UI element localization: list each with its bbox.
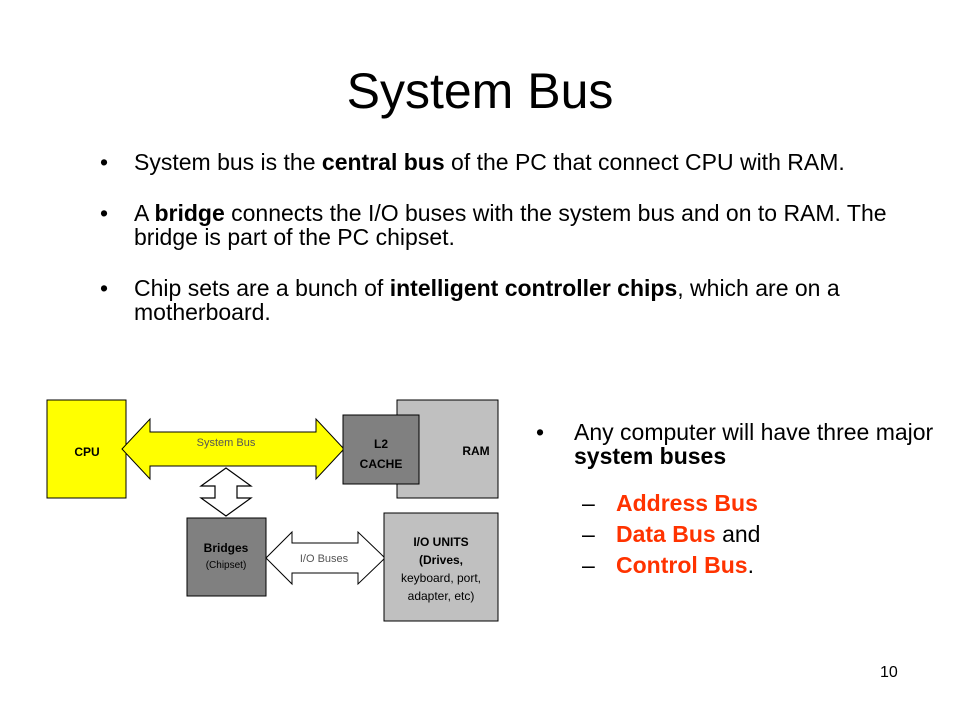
bus-suffix: .: [747, 552, 754, 578]
bridges-box: [186, 517, 267, 597]
bus-suffix: and: [715, 521, 761, 547]
bullet-bridge: A bridge connects the I/O buses with the…: [100, 201, 890, 249]
bullet-three-buses: Any computer will have three major syste…: [536, 420, 946, 468]
io-buses-label: I/O Buses: [300, 553, 349, 565]
l2-cache-box: [342, 414, 420, 485]
bus-name: Data Bus: [616, 521, 716, 547]
system-bus-arrow: [121, 417, 345, 481]
chipset-label: (Chipset): [206, 560, 247, 571]
dash: –: [582, 521, 595, 547]
l2-label: L2: [374, 437, 388, 451]
cpu-label: CPU: [74, 445, 99, 459]
io-units-keyboard: keyboard, port,: [401, 571, 481, 585]
bullet-bold: intelligent controller chips: [389, 275, 678, 301]
dash: –: [582, 490, 595, 516]
bus-name: Control Bus: [616, 552, 748, 578]
bus-item-control: –Control Bus.: [582, 550, 946, 581]
bullet-text: A: [134, 200, 155, 226]
bullet-text: connects the I/O buses with the system b…: [134, 200, 887, 250]
io-units-drives: (Drives,: [419, 553, 463, 567]
side-bold: system buses: [574, 443, 727, 469]
io-units-title: I/O UNITS: [413, 535, 468, 549]
system-bus-label: System Bus: [197, 437, 256, 449]
bus-item-data: –Data Bus and: [582, 519, 946, 550]
bullet-list: System bus is the central bus of the PC …: [100, 150, 890, 351]
bullet-bold: central bus: [321, 149, 445, 175]
bus-name: Address Bus: [616, 490, 758, 516]
bullet-bold: bridge: [154, 200, 225, 226]
bullet-text: of the PC that connect CPU with RAM.: [444, 149, 845, 175]
system-buses-block: Any computer will have three major syste…: [536, 420, 946, 581]
bullet-text: System bus is the: [134, 149, 322, 175]
io-units-box: [383, 512, 499, 622]
bridges-label: Bridges: [204, 541, 249, 555]
side-text: Any computer will have three major: [574, 419, 934, 445]
page-number: 10: [880, 664, 898, 681]
bus-type-list: –Address Bus –Data Bus and –Control Bus.: [582, 488, 946, 581]
vertical-bus-arrow: [199, 467, 253, 517]
dash: –: [582, 552, 595, 578]
bullet-central-bus: System bus is the central bus of the PC …: [100, 150, 890, 174]
slide-title: System Bus: [346, 63, 614, 119]
ram-label: RAM: [462, 444, 489, 458]
cache-label: CACHE: [360, 457, 403, 471]
bus-item-address: –Address Bus: [582, 488, 946, 519]
bullet-text: Chip sets are a bunch of: [134, 275, 390, 301]
bullet-text: , which are on a motherboard.: [134, 275, 840, 325]
cpu-box: [46, 399, 127, 499]
io-units-adapter: adapter, etc): [408, 589, 475, 603]
bullet-chipsets: Chip sets are a bunch of intelligent con…: [100, 276, 890, 324]
